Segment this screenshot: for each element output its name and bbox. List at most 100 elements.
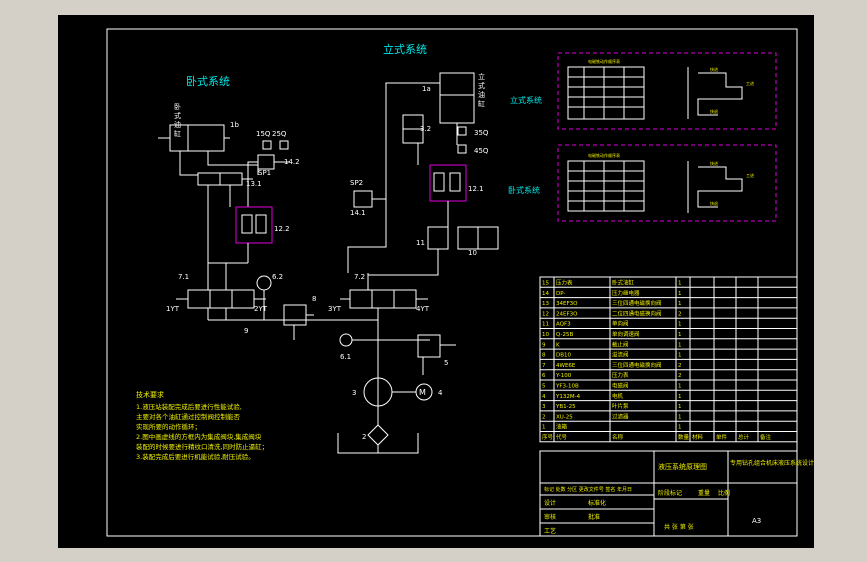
label-45q: 45Q xyxy=(474,147,489,155)
parts-cell: 7 xyxy=(542,363,546,369)
parts-cell: 压力表 xyxy=(556,279,573,287)
parts-cell: AQF3 xyxy=(556,322,571,328)
parts-cell: K xyxy=(556,342,560,348)
parts-cell: 油箱 xyxy=(556,423,568,431)
parts-cell: 叶片泵 xyxy=(612,402,629,410)
parts-cell: 过滤器 xyxy=(612,412,629,420)
sheet-label: 共 张 第 张 xyxy=(664,523,694,531)
hydraulic-schematic: 立式系统 卧式系统 xyxy=(106,28,814,537)
vertical-table-label: 立式系统 xyxy=(510,95,542,105)
parts-cell: 10 xyxy=(542,332,549,338)
parts-cell: 13 xyxy=(542,301,549,307)
parts-cell: 卧式油缸 xyxy=(612,279,635,287)
parts-cell: 1 xyxy=(678,301,682,307)
parts-cell: 电磁阀 xyxy=(612,382,629,390)
weight-label: 重量 xyxy=(698,489,710,497)
label-12-2: 12.2 xyxy=(274,225,290,233)
parts-cell: 1 xyxy=(678,281,682,287)
parts-cell: 2 xyxy=(678,311,682,317)
parts-cell: 三位四通电磁换向阀 xyxy=(612,361,662,369)
parts-cell: 14 xyxy=(542,291,549,297)
label-1a: 1a xyxy=(422,85,431,93)
label-11: 11 xyxy=(416,239,425,247)
parts-cell: 24EF3O xyxy=(556,311,578,317)
label-sp2: SP2 xyxy=(350,179,363,187)
parts-cell: 5 xyxy=(542,384,546,390)
parts-cell: 1 xyxy=(678,384,682,390)
parts-header-cell: 单件 xyxy=(716,433,728,441)
parts-cell: 压力继电器 xyxy=(612,289,640,297)
parts-cell: 3 xyxy=(542,404,546,410)
parts-header-cell: 序号 xyxy=(542,433,554,441)
cycle-table-vertical: 立式系统 电磁铁动作顺序表 快进 工进 快退 xyxy=(510,52,777,130)
hydraulic-lines xyxy=(158,72,499,454)
label-12-1: 12.1 xyxy=(468,185,484,193)
label-35q: 35Q xyxy=(474,129,489,137)
designer-row: 标记 处数 分区 更改文件号 签名 年月日 xyxy=(544,486,632,493)
drawing-name: 液压系统原理图 xyxy=(658,462,707,471)
parts-cell: 溢流阀 xyxy=(612,351,629,359)
label-8: 8 xyxy=(312,295,316,303)
note-line: 装配的时候要进行精纹口清洗,同时防止逼缸； xyxy=(136,442,268,451)
parts-cell: 电机 xyxy=(612,392,624,400)
motor-symbol: M xyxy=(419,388,426,397)
graph-work-feed: 工进 xyxy=(746,172,754,178)
parts-cell: 34EF3O xyxy=(556,301,578,307)
label-7-2: 7.2 xyxy=(354,273,365,281)
drawing-sheet: 立式系统 卧式系统 xyxy=(58,15,814,548)
parts-cell: 1 xyxy=(542,425,546,431)
technical-notes: 技术要求 1.液压站装配完成后要进行性能试验, 主要对各个油缸通过控制阀控制能否… xyxy=(136,390,268,461)
parts-cell: 11 xyxy=(542,322,549,328)
vertical-system-title: 立式系统 xyxy=(383,42,427,56)
table-caption: 电磁铁动作顺序表 xyxy=(588,58,620,64)
label-4yt: 4YT xyxy=(416,305,430,313)
notes-heading: 技术要求 xyxy=(136,390,164,399)
cycle-table-horizontal: 卧式系统 电磁铁动作顺序表 快进 工进 快退 xyxy=(508,144,777,222)
label-4: 4 xyxy=(438,389,443,397)
parts-cell: 8 xyxy=(542,353,546,359)
label-5: 5 xyxy=(444,359,448,367)
parts-header-cell: 材料 xyxy=(692,433,704,441)
parts-cell: 9 xyxy=(542,342,546,348)
parts-cell: DP- xyxy=(556,291,565,297)
machine-name: 专用钻孔组合机床液压系统设计 xyxy=(730,459,814,467)
label-2: 2 xyxy=(362,433,366,441)
parts-cell: YF3-10B xyxy=(555,384,579,390)
sheet-size: A3 xyxy=(752,517,761,525)
parts-cell: 1 xyxy=(678,342,682,348)
title-block: 液压系统原理图 专用钻孔组合机床液压系统设计 标记 处数 分区 更改文件号 签名… xyxy=(539,450,814,537)
design-label: 设计 xyxy=(544,499,556,507)
parts-cell: 4WE6E xyxy=(556,363,576,369)
parts-header-cell: 备注 xyxy=(760,433,772,441)
scale-label: 比例 xyxy=(718,489,730,497)
horizontal-cylinder-label: 卧式油缸 xyxy=(174,103,181,138)
parts-cell: 2 xyxy=(678,363,682,369)
label-3yt: 3YT xyxy=(328,305,342,313)
horizontal-system-title: 卧式系统 xyxy=(186,75,230,88)
label-3: 3 xyxy=(352,389,356,397)
parts-cell: YB1-25 xyxy=(555,404,576,410)
note-line: 主要对各个油缸通过控制阀控制能否 xyxy=(136,412,241,421)
graph-fast-forward: 快进 xyxy=(710,160,718,166)
parts-cell: XU-25 xyxy=(556,414,573,420)
parts-cell: 压力表 xyxy=(612,371,629,379)
label-13-1: 13.1 xyxy=(246,180,262,188)
vertical-cylinder-label: 立式油缸 xyxy=(478,72,485,108)
parts-cell: 2 xyxy=(678,373,682,379)
parts-cell: 三位四通电磁换向阀 xyxy=(612,299,662,307)
parts-cell: 二位四通电磁换向阀 xyxy=(612,309,662,317)
label-1b: 1b xyxy=(230,121,239,129)
parts-cell: Y132M-4 xyxy=(555,394,581,400)
note-line: 1.液压站装配完成后要进行性能试验, xyxy=(136,402,242,411)
graph-fast-back: 快退 xyxy=(710,200,718,206)
label-14-1: 14.1 xyxy=(350,209,366,217)
label-2yt: 2YT xyxy=(254,305,268,313)
graph-work-feed: 工进 xyxy=(746,80,754,86)
parts-cell: 单向阀 xyxy=(612,320,629,328)
label-15q: 15Q xyxy=(256,130,271,138)
parts-cell: 1 xyxy=(678,322,682,328)
parts-cell: 1 xyxy=(678,394,682,400)
parts-cell: Q-25B xyxy=(556,332,573,338)
approve-label: 批准 xyxy=(588,513,600,521)
